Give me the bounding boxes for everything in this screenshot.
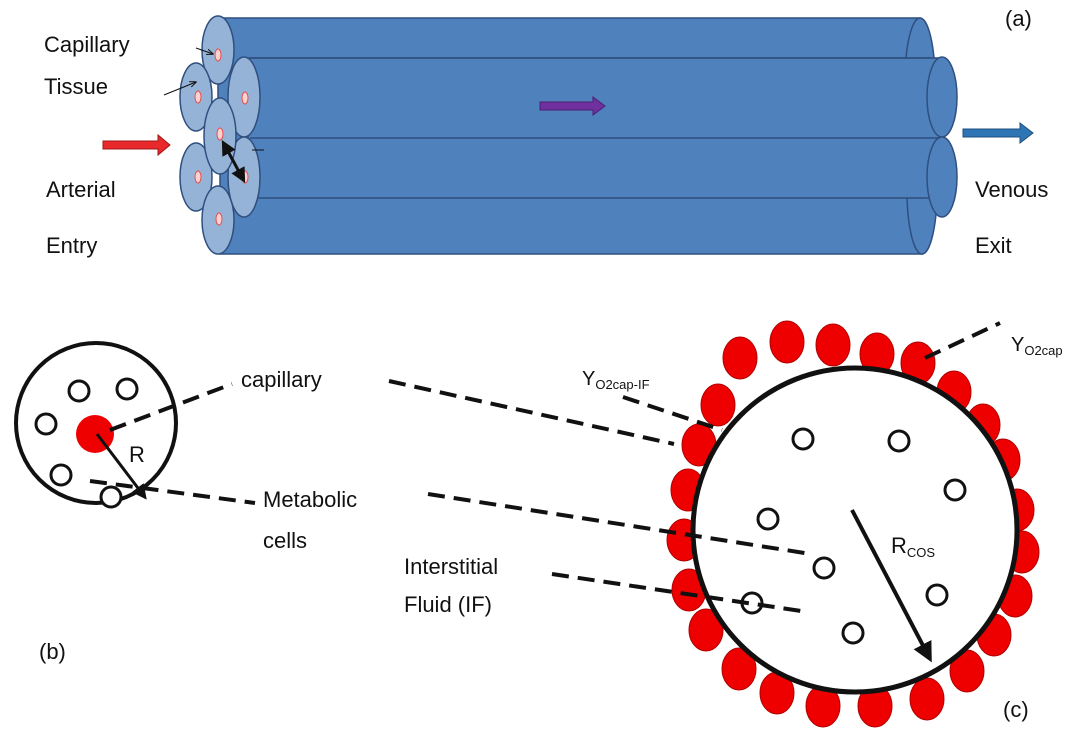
interstitial-leader-line [551, 572, 809, 614]
metabolic-label: Metabolic [263, 487, 357, 512]
diffusion-arrow [221, 140, 246, 183]
entry-label: Entry [46, 233, 97, 258]
cells-label: cells [263, 528, 307, 553]
metabolic-cells [34, 377, 139, 509]
tissue-label: Tissue [44, 74, 108, 99]
capillary-tube-middle [247, 56, 958, 218]
yo2cap-if-label: YO2cap-IF [582, 368, 650, 392]
blood-flow-arrow [539, 96, 606, 116]
tissue-pointer [163, 82, 196, 96]
panel-b: R capillary Metabolic cells (b) [14, 341, 357, 664]
capillary-wall [690, 365, 1020, 695]
yo2cap-label: YO2cap [1011, 334, 1063, 358]
panel-c: RCOS YO2cap YO2cap-IF Interstitial Fluid… [388, 320, 1063, 728]
venous-label: Venous [975, 177, 1048, 202]
metabolic-leader-line [89, 479, 256, 505]
exit-label: Exit [975, 233, 1012, 258]
capillary-leader-line-c [388, 379, 675, 446]
rcos-label: RCOS [891, 533, 935, 560]
capillary-pointer [195, 47, 213, 54]
fluid-if-label: Fluid (IF) [404, 592, 492, 617]
capillary-lumens [194, 48, 249, 226]
capillary-label: Capillary [44, 32, 130, 57]
interior-cells [740, 427, 967, 645]
panel-a: (a) [44, 6, 1048, 258]
yo2cap-leader-line [924, 321, 1001, 360]
arterial-label: Arterial [46, 177, 116, 202]
capillary-callout: capillary [241, 367, 322, 392]
yo2cap-if-leader-line [622, 395, 723, 432]
interstitial-label: Interstitial [404, 554, 498, 579]
panel-a-label: (a) [1005, 6, 1032, 31]
panel-b-label: (b) [39, 639, 66, 664]
venous-exit-arrow [962, 121, 1034, 145]
rcos-arrow [850, 509, 932, 663]
radius-label: R [129, 442, 145, 467]
arterial-entry-arrow [102, 133, 171, 157]
capillary-leader-line [109, 382, 233, 432]
panel-c-label: (c) [1003, 697, 1029, 722]
capillary-tube-bundle [217, 17, 958, 255]
radius-arrow [95, 433, 147, 500]
metabolic-leader-line-c [427, 492, 812, 556]
